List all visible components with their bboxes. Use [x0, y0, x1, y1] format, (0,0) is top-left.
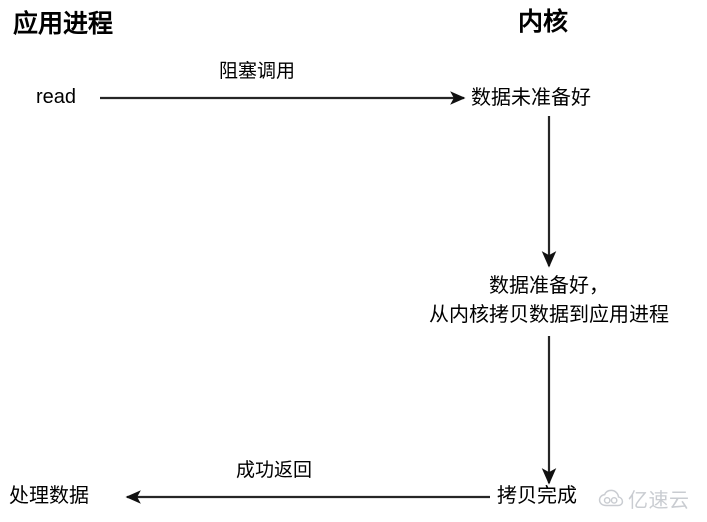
- node-data-ready-line1: 数据准备好，: [489, 275, 609, 297]
- cloud-icon: [598, 489, 624, 506]
- node-process-data: 处理数据: [9, 485, 89, 507]
- node-copy-done: 拷贝完成: [497, 485, 577, 507]
- watermark-text: 亿速云: [628, 490, 690, 512]
- edge-label-blocking-call: 阻塞调用: [219, 61, 296, 82]
- watermark: 亿速云: [598, 484, 690, 513]
- edge-label-success-return: 成功返回: [236, 460, 313, 481]
- node-data-not-ready: 数据未准备好: [471, 87, 591, 109]
- node-data-ready: 数据准备好， 从内核拷贝数据到应用进程: [399, 272, 699, 330]
- node-read-call: read: [36, 86, 77, 108]
- column-title-kernel: 内核: [518, 8, 569, 36]
- node-data-ready-line2: 从内核拷贝数据到应用进程: [429, 304, 669, 326]
- column-title-app-process: 应用进程: [13, 10, 114, 38]
